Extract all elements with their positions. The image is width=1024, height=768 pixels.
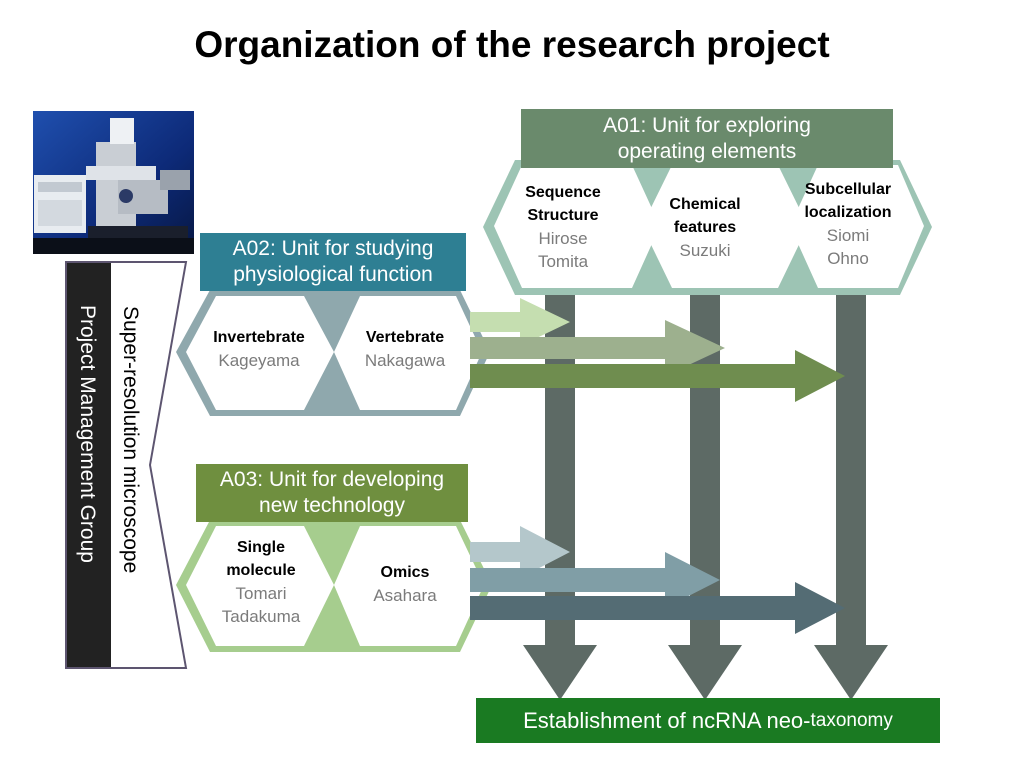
ncrna-taxonomy-box: Establishment of ncRNA neo-taxonomy (476, 698, 940, 743)
a02-arrow-2 (470, 320, 725, 376)
a02-cell-2-label: Vertebrate (365, 329, 445, 346)
a02-cell-1-shape (186, 296, 334, 410)
a01-title-line-2: operating elements (617, 139, 797, 163)
project-management-block (65, 261, 188, 669)
a01-cell-1-label: Sequence Structure (525, 184, 601, 224)
a03-hexagon-group (176, 520, 492, 652)
a01-cell-2-names: Suzuki (679, 241, 731, 260)
a03-cell-2-names: Asahara (373, 586, 437, 605)
a01-cell-1-names: Hirose Tomita (537, 229, 589, 271)
a02-cell-2-names: Nakagawa (364, 351, 446, 370)
super-resolution-microscope-label: Super-resolution microscope (119, 306, 142, 574)
bottom-text-small: taxonomy (810, 709, 893, 731)
a01-cell-2-label: Chemical features (669, 196, 741, 236)
a02-cell-invertebrate: Invertebrate Kageyama (204, 326, 314, 372)
a02-arrow-3 (470, 350, 845, 402)
a01-title-box: A01: Unit for exploring operating elemen… (521, 109, 893, 168)
a02-hexagon-group (176, 290, 490, 416)
a01-cell-3-label: Subcellular localization (804, 181, 892, 221)
microscope-photo (33, 111, 194, 254)
a02-cell-1-names: Kageyama (218, 351, 300, 370)
a03-arrow-3 (470, 582, 845, 634)
a01-cell-subcellular-localization: Subcellular localization Siomi Ohno (793, 178, 903, 270)
a01-cell-2-shape (642, 165, 808, 288)
a03-cell-omics: Omics Asahara (350, 561, 460, 607)
a01-title-line-1: A01: Unit for exploring (603, 113, 811, 137)
a01-cell-sequence-structure: Sequence Structure Hirose Tomita (508, 181, 618, 273)
a01-cell-3-shape (790, 165, 924, 288)
bottom-text-main: Establishment of ncRNA neo- (523, 707, 811, 733)
a02-title-line-1: A02: Unit for studying (232, 237, 434, 260)
a01-cell-1-shape (494, 165, 660, 288)
a03-title-box: A03: Unit for developing new technology (196, 464, 468, 522)
a03-cell-2-shape (334, 526, 484, 646)
down-arrows (523, 285, 888, 700)
a03-arrow-1 (470, 526, 570, 578)
a01-cell-chemical-features: Chemical features Suzuki (655, 193, 755, 262)
a03-arrow-2 (470, 552, 720, 608)
a03-cell-1-label: Single molecule (226, 539, 296, 579)
a02-arrow-1 (470, 298, 570, 346)
project-management-group-label: Project Management Group (76, 305, 99, 563)
a02-cell-vertebrate: Vertebrate Nakagawa (350, 326, 460, 372)
a02-cell-2-shape (334, 296, 482, 410)
down-arrow-2 (668, 285, 742, 700)
down-arrow-3 (814, 285, 888, 700)
a03-cell-single-molecule: Single molecule Tomari Tadakuma (206, 536, 316, 628)
a02-cell-1-label: Invertebrate (213, 329, 305, 346)
a02-title-line-2: physiological function (233, 263, 433, 286)
a03-title-line-2: new technology (259, 494, 405, 517)
a02-arrows (470, 298, 845, 402)
down-arrow-1 (523, 285, 597, 700)
a02-title-box: A02: Unit for studying physiological fun… (200, 233, 466, 291)
a03-cell-2-label: Omics (380, 564, 430, 581)
page-title: Organization of the research project (194, 24, 830, 65)
a03-cell-1-names: Tomari Tadakuma (221, 584, 301, 626)
a03-arrows (470, 526, 845, 634)
a01-hexagon-group (483, 160, 932, 295)
a03-cell-1-shape (186, 526, 334, 646)
a03-title-line-1: A03: Unit for developing (219, 468, 445, 491)
a01-cell-3-names: Siomi Ohno (826, 226, 870, 268)
project-group-dark-band (67, 263, 111, 667)
